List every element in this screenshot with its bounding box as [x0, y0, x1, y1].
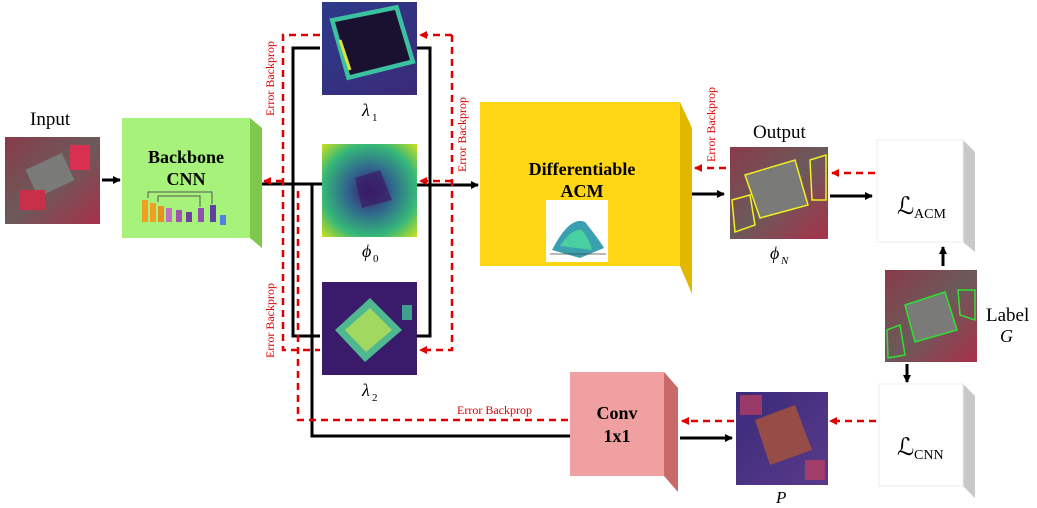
label-line1: Label: [986, 305, 1029, 326]
output-label: Output: [753, 122, 807, 143]
backprop-label-bottom-left: Error Backprop: [263, 283, 277, 358]
conv-line1: Conv: [596, 403, 637, 423]
phi0-sub: 0: [373, 253, 379, 265]
lambda2-symbol: λ: [361, 380, 370, 400]
p-map: [736, 392, 828, 485]
backprop-connections: [263, 31, 876, 425]
forward-connections: [262, 46, 570, 438]
backprop-label-acm: Error Backprop: [704, 87, 718, 162]
label-line2: G: [1000, 326, 1013, 346]
phiN-symbol: ϕ: [770, 243, 779, 263]
backbone-block: [122, 118, 262, 248]
phi0-map: [322, 144, 417, 237]
phiN-sub: N: [780, 255, 789, 267]
loss-cnn-block: [878, 383, 975, 498]
loss-cnn-sub: CNN: [914, 448, 944, 463]
lambda2-map: [322, 282, 417, 375]
loss-acm-symbol: ℒ: [897, 192, 914, 220]
lambda1-map: [322, 2, 417, 95]
conv-block: [570, 372, 678, 492]
backbone-line1: Backbone: [148, 147, 224, 167]
acm-line1: Differentiable: [529, 159, 636, 179]
output-image: [730, 147, 828, 239]
backprop-label-conv: Error Backprop: [457, 403, 532, 417]
lambda1-sub: 1: [372, 112, 378, 124]
acm-plot-icon: [546, 200, 608, 262]
backprop-label-top-left: Error Backprop: [263, 41, 277, 116]
input-label: Input: [30, 109, 71, 130]
label-image: [885, 270, 977, 362]
network-icon: [142, 191, 226, 225]
phi0-symbol: ϕ: [362, 241, 371, 261]
backprop-label-right-maps: Error Backprop: [455, 97, 469, 172]
loss-cnn-symbol: ℒ: [897, 433, 914, 461]
input-image: [5, 137, 100, 224]
loss-acm-sub: ACM: [914, 207, 946, 222]
acm-block: [480, 102, 692, 294]
backbone-line2: CNN: [167, 169, 206, 189]
lambda2-sub: 2: [372, 392, 378, 404]
lambda1-symbol: λ: [361, 100, 370, 120]
loss-acm-block: [876, 139, 975, 252]
p-symbol: P: [775, 488, 786, 507]
acm-line2: ACM: [561, 181, 604, 201]
conv-line2: 1x1: [604, 426, 631, 446]
